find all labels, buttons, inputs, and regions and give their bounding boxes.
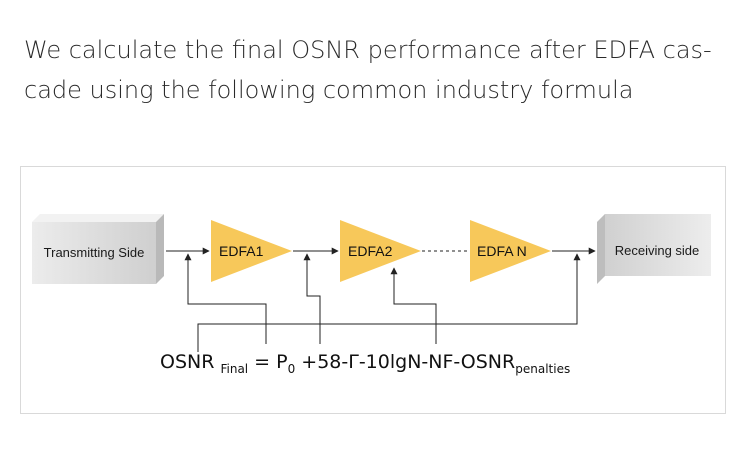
receiver-box: Receiving side [597,214,711,284]
intro-paragraph: We calculate the final OSNR performance … [24,30,736,110]
formula-lhs-sub: Final [220,362,248,376]
param-line-penalties [197,253,581,352]
diagram-frame [20,166,726,414]
formula-lhs: OSNR [160,351,220,373]
transmitter-box: Transmitting Side [32,214,164,284]
amplifier-label: EDFA1 [219,243,264,259]
formula-rhs: +58-Γ-10lgN-NF-OSNR [295,351,515,373]
amplifier-edfa-n: EDFA N [470,220,551,282]
formula-rhs-sub: penalties [515,362,570,376]
receiver-label: Receiving side [615,243,700,258]
amplifier-label: EDFA2 [348,243,393,259]
amplifier-edfa1: EDFA1 [211,220,292,282]
transmitter-label: Transmitting Side [44,245,145,260]
param-line-58 [303,253,321,344]
intro-line-2: cade using the following common industry… [24,76,634,104]
amplifier-edfa2: EDFA2 [340,220,421,282]
formula-eq: = P [248,351,287,373]
osnr-formula: OSNR Final = P0 +58-Γ-10lgN-NF-OSNRpenal… [160,351,570,376]
parameter-lines [184,253,581,352]
intro-line-1: We calculate the final OSNR performance … [24,36,712,64]
param-line-gamma [390,267,437,344]
formula-p-sub: 0 [288,362,296,376]
amplifier-label: EDFA N [477,243,527,259]
